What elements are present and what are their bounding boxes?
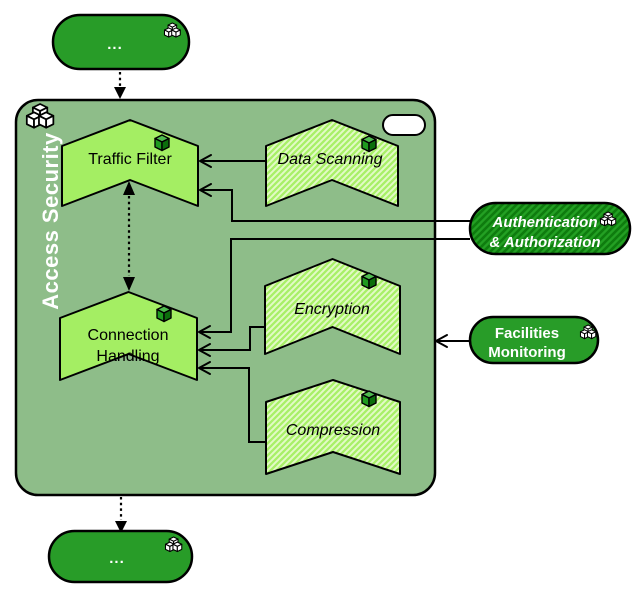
component-cube-icon	[156, 305, 172, 323]
arrowhead-up	[123, 181, 135, 195]
arrowhead-left	[435, 334, 448, 348]
connector-compression-connectionhandling	[198, 361, 266, 443]
facilities-label-line1: Facilities	[495, 325, 559, 342]
connector-facilities-container	[435, 334, 470, 348]
flow-arrow-bottom	[115, 497, 127, 533]
arrowhead-left	[199, 183, 212, 197]
connector-auth-connectionhandling	[198, 238, 470, 339]
connector-trafficfilter-connectionhandling	[123, 181, 135, 291]
arrowhead-left	[198, 343, 211, 357]
port-handle	[382, 114, 426, 136]
connector-datascanning-trafficfilter	[199, 154, 265, 168]
authentication-label-line2: & Authorization	[489, 234, 600, 251]
connection-handling-label-line1: Connection	[88, 327, 169, 344]
encryption-label: Encryption	[294, 301, 370, 318]
node-traffic-filter[interactable]: Traffic Filter	[61, 119, 199, 207]
arrowhead-left	[198, 325, 211, 339]
arrowhead-down	[123, 277, 135, 291]
arrowhead-left	[198, 361, 211, 375]
node-data-scanning[interactable]: Data Scanning	[265, 119, 399, 207]
arrowhead-down	[114, 87, 126, 99]
node-facilities-monitoring[interactable]: Facilities Monitoring	[468, 315, 600, 365]
authentication-label-line1: Authentication	[492, 214, 598, 231]
external-node-bottom-label: ...	[109, 550, 125, 567]
external-node-top-label: ...	[107, 36, 123, 53]
connection-handling-label-line2: Handling	[96, 348, 159, 365]
connector-encryption-connectionhandling	[198, 326, 265, 357]
connector-auth-trafficfilter	[199, 183, 470, 222]
node-connection-handling[interactable]: Connection Handling	[59, 291, 198, 381]
arrowhead-left	[199, 154, 212, 168]
node-compression[interactable]: Compression	[265, 379, 401, 475]
external-node-bottom[interactable]: ...	[47, 529, 194, 584]
node-authentication-authorization[interactable]: Authentication & Authorization	[468, 201, 632, 256]
arrowhead-down	[115, 521, 127, 533]
component-cube-icon	[154, 134, 170, 152]
external-node-top[interactable]: ...	[51, 13, 191, 71]
component-cube-icon	[361, 272, 377, 290]
component-cube-icon	[361, 390, 377, 408]
facilities-label-line2: Monitoring	[488, 344, 565, 361]
data-scanning-label: Data Scanning	[278, 151, 383, 168]
flow-arrow-top	[114, 72, 126, 99]
container-title: Access Security	[38, 132, 63, 310]
traffic-filter-label: Traffic Filter	[88, 151, 172, 168]
component-cube-icon	[361, 135, 377, 153]
compression-label: Compression	[286, 422, 380, 439]
node-encryption[interactable]: Encryption	[264, 258, 401, 355]
